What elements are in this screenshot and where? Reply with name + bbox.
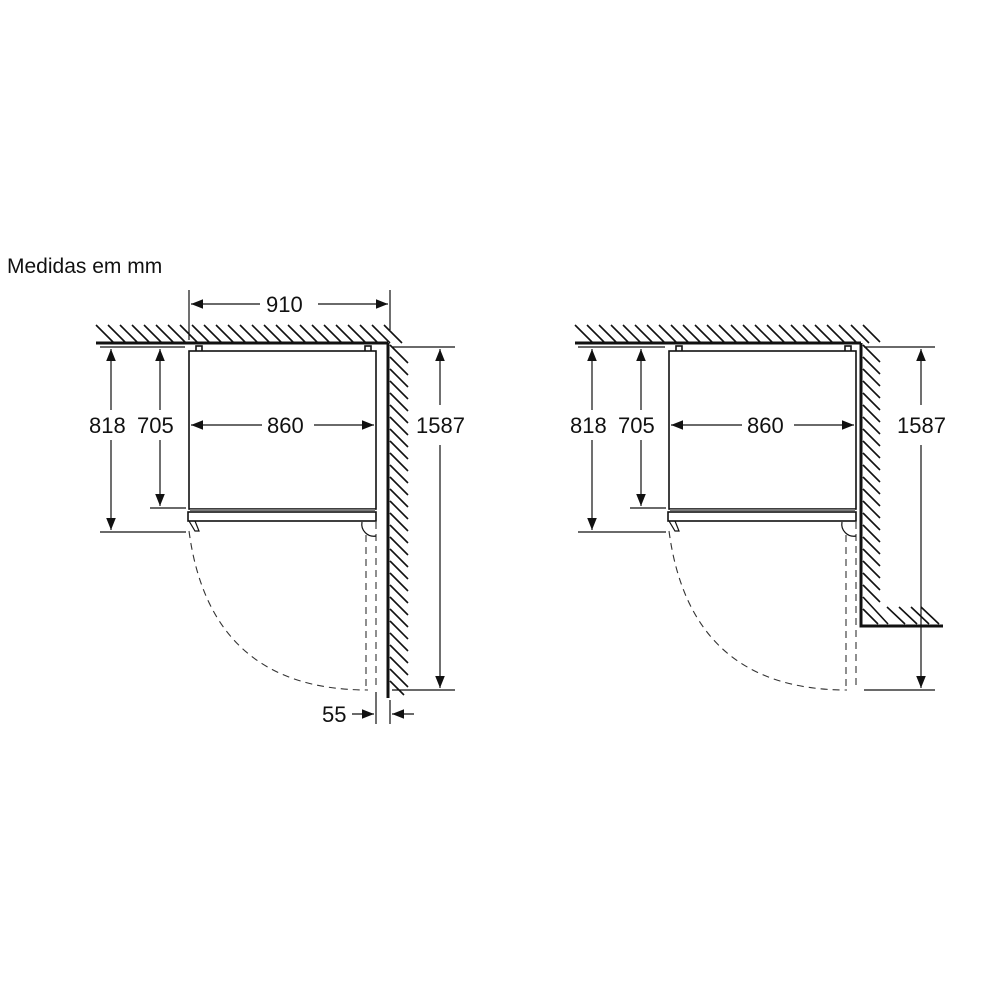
- label-body-width: 860: [267, 413, 304, 438]
- label-total-width: 910: [266, 292, 303, 317]
- label-door-open-depth: 1587: [416, 413, 465, 438]
- side-wall-step-hatch: [859, 343, 943, 628]
- top-wall-hatch: [95, 324, 403, 345]
- units-caption: Medidas em mm: [7, 255, 163, 278]
- side-wall-hatch: [386, 343, 409, 698]
- appliance-body-right: [667, 345, 857, 532]
- label-depth-with-door: 818: [89, 413, 126, 438]
- left-view: 910 860 818 705 1587 55: [89, 290, 465, 727]
- extension-lines-right: [578, 346, 935, 691]
- top-wall-hatch-right: [574, 324, 881, 345]
- extension-lines: [100, 290, 455, 724]
- label-body-depth: 705: [137, 413, 174, 438]
- right-view: 860 818 705 1587: [570, 324, 946, 691]
- door-swing-arc: [188, 521, 377, 691]
- label-door-open-depth-right: 1587: [897, 413, 946, 438]
- door-swing-arc-right: [668, 521, 857, 691]
- appliance-body: [187, 345, 377, 532]
- label-body-depth-right: 705: [618, 413, 655, 438]
- label-depth-with-door-right: 818: [570, 413, 607, 438]
- label-wall-clearance: 55: [322, 702, 346, 727]
- label-body-width-right: 860: [747, 413, 784, 438]
